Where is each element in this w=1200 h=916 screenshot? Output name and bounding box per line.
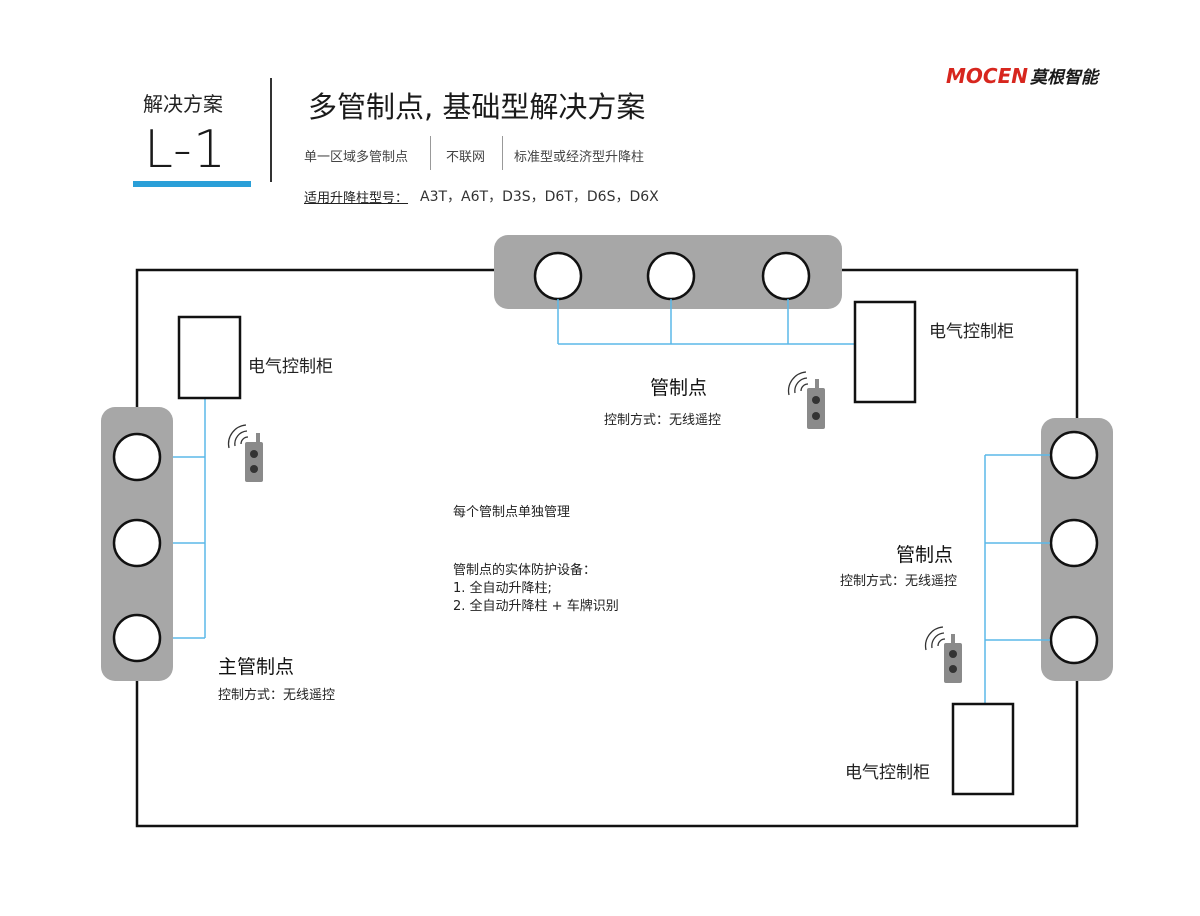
bollard-icon — [1049, 518, 1099, 568]
cabinet-label-right: 电气控制柜 — [845, 763, 930, 783]
tag-offline: 不联网 — [446, 150, 486, 165]
bollard-icon — [1049, 615, 1099, 665]
right-point-label: 管制点 — [896, 544, 954, 566]
wireless-signal-icon — [924, 626, 946, 651]
bollard-icon — [1049, 430, 1099, 480]
control-wiring — [173, 299, 1050, 704]
note-equipment-item-2: 2. 全自动升降柱 + 车牌识别 — [453, 599, 619, 614]
bollard-icon — [761, 251, 811, 301]
top-point-control-mode: 控制方式：无线遥控 — [604, 413, 722, 428]
main-point-label: 主管制点 — [218, 656, 295, 678]
bollard-icon — [533, 251, 583, 301]
models-label: 适用升降柱型号： — [304, 191, 409, 206]
note-equipment-item-1: 1. 全自动升降柱; — [453, 581, 552, 596]
main-point-control-mode: 控制方式：无线遥控 — [218, 688, 336, 703]
cabinet-icon — [853, 300, 917, 404]
tag-single-area: 单一区域多管制点 — [304, 150, 409, 165]
remote-control-icon — [944, 634, 962, 683]
note-equipment-heading: 管制点的实体防护设备： — [453, 563, 597, 578]
bollard-icon — [112, 613, 162, 663]
top-point-label: 管制点 — [650, 377, 708, 399]
right-bollard-group — [1041, 418, 1113, 681]
wireless-signal-icon — [227, 424, 249, 449]
top-bollard-group — [494, 235, 842, 309]
tag-divider — [430, 136, 431, 170]
site-boundary — [135, 268, 1079, 828]
brand-logo: MOCEN 莫根智能 — [946, 63, 1098, 88]
page-title: 多管制点, 基础型解决方案 — [308, 90, 646, 124]
tag-divider — [502, 136, 503, 170]
tag-bollard-type: 标准型或经济型升降柱 — [514, 150, 645, 165]
models-value: A3T，A6T，D3S，D6T，D6S，D6X — [420, 189, 659, 205]
right-point-control-mode: 控制方式：无线遥控 — [840, 574, 958, 589]
cabinet-label-top: 电气控制柜 — [929, 322, 1014, 342]
remote-control-icon — [245, 433, 263, 482]
scheme-code: L-1 — [144, 120, 227, 180]
scheme-code-underline — [133, 181, 251, 187]
note-independent-management: 每个管制点单独管理 — [453, 505, 571, 520]
logo-text-en: MOCEN — [946, 64, 1028, 88]
cabinet-icon — [177, 315, 242, 400]
scheme-label: 解决方案 — [143, 92, 223, 116]
bollard-icon — [112, 432, 162, 482]
bollard-icon — [112, 518, 162, 568]
header-divider — [270, 78, 272, 182]
cabinet-label-left: 电气控制柜 — [248, 357, 333, 377]
wireless-signal-icon — [787, 371, 809, 396]
bollard-icon — [646, 251, 696, 301]
logo-text-cn: 莫根智能 — [1029, 68, 1098, 88]
cabinet-icon — [951, 702, 1015, 796]
left-bollard-group — [101, 407, 173, 681]
remote-control-icon — [807, 379, 825, 429]
